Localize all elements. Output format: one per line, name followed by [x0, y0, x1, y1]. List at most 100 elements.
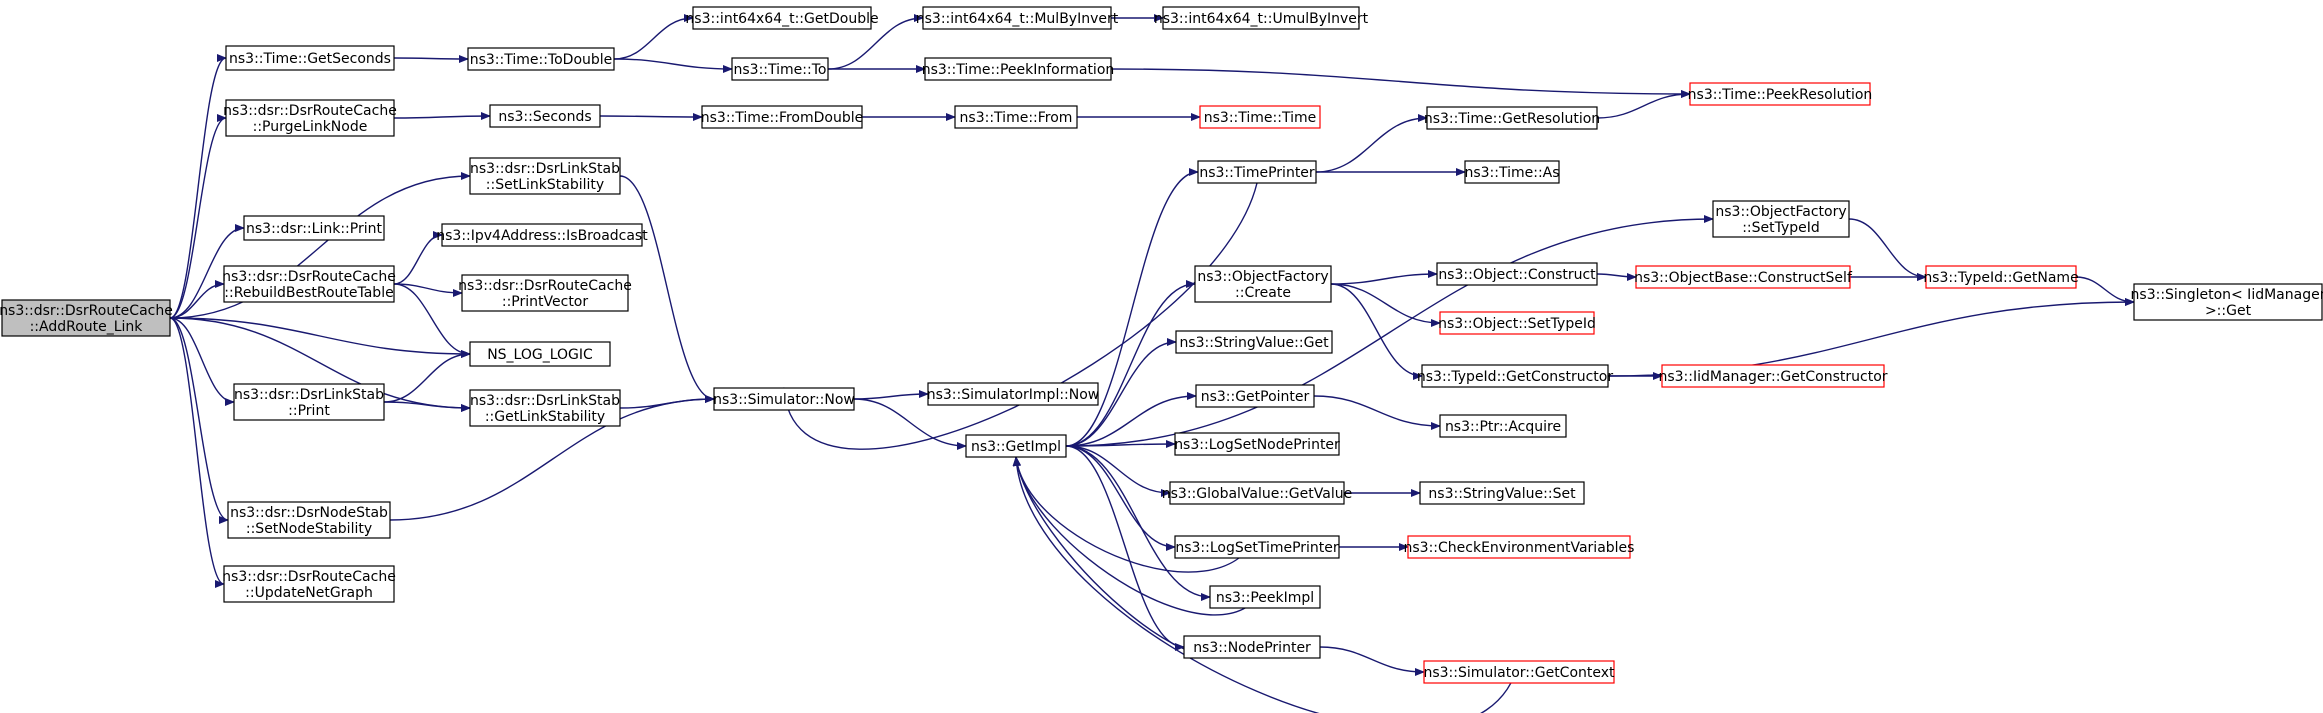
edge-getimpl-to-stringvalueget: [1065, 338, 1177, 447]
graph-node-typeidgetname[interactable]: ns3::TypeId::GetName: [1923, 265, 2079, 289]
node-box: [1174, 535, 1340, 559]
graph-node-linkstabprint[interactable]: ns3::dsr::DsrLinkStab::Print: [233, 383, 385, 421]
node-label: ns3::GlobalValue::GetValue: [1162, 486, 1352, 502]
graph-node-setnodestab[interactable]: ns3::dsr::DsrNodeStab::SetNodeStability: [227, 501, 391, 539]
node-box: [1209, 585, 1321, 609]
graph-node-linkprint[interactable]: ns3::dsr::Link::Print: [243, 215, 385, 241]
node-box: [467, 47, 615, 71]
graph-node-logsettimeprinter[interactable]: ns3::LogSetTimePrinter: [1174, 535, 1340, 559]
graph-node-seconds[interactable]: ns3::Seconds: [489, 104, 601, 128]
graph-node-umulbyinvert[interactable]: ns3::int64x64_t::UmulByInvert: [1154, 6, 1369, 30]
node-label: ns3::Time::GetResolution: [1424, 111, 1600, 127]
graph-node-getseconds[interactable]: ns3::Time::GetSeconds: [225, 45, 395, 71]
graph-node-objbaseconstructself[interactable]: ns3::ObjectBase::ConstructSelf: [1634, 265, 1853, 289]
node-label: ns3::Time::PeekResolution: [1688, 87, 1873, 103]
graph-node-globalvalueget[interactable]: ns3::GlobalValue::GetValue: [1162, 481, 1352, 505]
node-label: ns3::dsr::DsrRouteCache: [222, 569, 396, 585]
node-label: ns3::Time::From: [960, 110, 1073, 126]
graph-node-stringvalueget[interactable]: ns3::StringValue::Get: [1175, 330, 1333, 354]
edge-getimpl-to-objfactorycreate: [1065, 280, 1196, 447]
edge-simnow-to-getimpl: [853, 398, 967, 450]
node-box: [469, 389, 621, 427]
node-box: [233, 383, 385, 421]
graph-node-typeidgetctor[interactable]: ns3::TypeId::GetConstructor: [1417, 364, 1613, 388]
node-label: ns3::Time::FromDouble: [701, 110, 864, 126]
node-box: [1423, 660, 1615, 684]
edge-timeprinter-to-simnow: [780, 182, 1258, 450]
graph-node-peekresolution[interactable]: ns3::Time::PeekResolution: [1688, 82, 1873, 106]
graph-node-getimpl[interactable]: ns3::GetImpl: [965, 434, 1067, 458]
graph-node-objconstruct[interactable]: ns3::Object::Construct: [1436, 262, 1598, 286]
graph-node-printvector[interactable]: ns3::dsr::DsrRouteCache::PrintVector: [458, 274, 632, 312]
node-box: [927, 382, 1099, 406]
graph-node-simimplnow[interactable]: ns3::SimulatorImpl::Now: [927, 382, 1100, 406]
graph-node-getlinkstab[interactable]: ns3::dsr::DsrLinkStab::GetLinkStability: [469, 389, 621, 427]
node-label: ns3::TimePrinter: [1199, 165, 1315, 181]
node-box: [243, 215, 385, 241]
graph-node-updatenet[interactable]: ns3::dsr::DsrRouteCache::UpdateNetGraph: [222, 565, 396, 603]
graph-node-peekimpl[interactable]: ns3::PeekImpl: [1209, 585, 1321, 609]
edge-rebuild-to-nslog: [393, 283, 471, 358]
edge-addroute-to-setnodestab: [169, 317, 229, 524]
node-box: [223, 565, 395, 603]
edge-objfactorycreate-to-objconstruct: [1330, 270, 1438, 285]
graph-node-nodeprinter[interactable]: ns3::NodePrinter: [1183, 635, 1321, 659]
node-box: [1175, 330, 1333, 354]
graph-node-timeto[interactable]: ns3::Time::To: [731, 57, 829, 81]
graph-node-addroute[interactable]: ns3::dsr::DsrRouteCache::AddRoute_Link: [0, 299, 173, 337]
graph-node-getresolution[interactable]: ns3::Time::GetResolution: [1424, 106, 1600, 130]
graph-node-rebuild[interactable]: ns3::dsr::DsrRouteCache::RebuildBestRout…: [222, 265, 396, 303]
edge-objfactorycreate-to-typeidgetctor: [1330, 283, 1423, 380]
node-label: ns3::IidManager::GetConstructor: [1658, 369, 1887, 385]
graph-node-objfactorycreate[interactable]: ns3::ObjectFactory::Create: [1194, 265, 1332, 303]
graph-node-getcontext[interactable]: ns3::Simulator::GetContext: [1423, 660, 1615, 684]
node-label: ns3::Singleton< IidManager: [2131, 287, 2323, 303]
graph-node-simnow[interactable]: ns3::Simulator::Now: [713, 387, 855, 411]
graph-node-logsetnodeprinter[interactable]: ns3::LogSetNodePrinter: [1174, 432, 1340, 456]
graph-node-setlinkstab[interactable]: ns3::dsr::DsrLinkStab::SetLinkStability: [469, 157, 621, 195]
edge-simnow-to-simimplnow: [853, 390, 929, 400]
graph-node-checkenv[interactable]: ns3::CheckEnvironmentVariables: [1404, 535, 1635, 559]
graph-node-isbroadcast[interactable]: ns3::Ipv4Address::IsBroadcast: [436, 223, 648, 247]
graph-node-stringvalueset[interactable]: ns3::StringValue::Set: [1419, 481, 1585, 505]
node-label: ns3::dsr::Link::Print: [246, 221, 382, 237]
graph-node-iidmanagergetctor[interactable]: ns3::IidManager::GetConstructor: [1658, 364, 1888, 388]
edge-addroute-to-setlinkstab: [169, 172, 471, 319]
graph-node-timeprinter[interactable]: ns3::TimePrinter: [1197, 160, 1317, 184]
node-box: [692, 6, 872, 30]
node-label: ns3::SimulatorImpl::Now: [927, 387, 1100, 403]
graph-node-mulbyinvert[interactable]: ns3::int64x64_t::MulByInvert: [916, 6, 1119, 30]
graph-node-todouble[interactable]: ns3::Time::ToDouble: [467, 47, 615, 71]
node-label: ns3::Time::As: [1464, 165, 1559, 181]
graph-node-fromdouble[interactable]: ns3::Time::FromDouble: [701, 105, 864, 129]
graph-node-timeas[interactable]: ns3::Time::As: [1464, 160, 1560, 184]
node-box: [954, 105, 1078, 129]
node-box: [1419, 481, 1585, 505]
node-box: [713, 387, 855, 411]
graph-node-getpointer[interactable]: ns3::GetPointer: [1195, 384, 1315, 408]
edge-rebuild-to-isbroadcast: [393, 231, 443, 285]
graph-node-objfactorysettypeid[interactable]: ns3::ObjectFactory::SetTypeId: [1712, 200, 1850, 238]
edge-getimpl-to-timeprinter: [1065, 168, 1199, 447]
graph-node-singletonget[interactable]: ns3::Singleton< IidManager >::Get: [2131, 283, 2323, 321]
node-label: ns3::Time::Time: [1204, 110, 1316, 126]
graph-node-objsettypeid[interactable]: ns3::Object::SetTypeId: [1438, 311, 1596, 335]
graph-node-timetime[interactable]: ns3::Time::Time: [1199, 105, 1321, 129]
edge-addroute-to-getseconds: [169, 54, 227, 319]
node-box: [701, 105, 863, 129]
graph-node-purge[interactable]: ns3::dsr::DsrRouteCache::PurgeLinkNode: [223, 99, 397, 137]
edges-layer: [169, 14, 2135, 713]
edge-objfactorycreate-to-objsettypeid: [1330, 283, 1441, 327]
node-label: ::GetLinkStability: [485, 409, 605, 425]
node-box: [469, 341, 611, 367]
edge-getseconds-to-todouble: [393, 54, 469, 63]
graph-node-ptracquire[interactable]: ns3::Ptr::Acquire: [1439, 414, 1567, 438]
graph-node-peekinfo[interactable]: ns3::Time::PeekInformation: [922, 57, 1115, 81]
graph-node-timefrom[interactable]: ns3::Time::From: [954, 105, 1078, 129]
node-box: [1426, 106, 1598, 130]
node-label: ns3::LogSetTimePrinter: [1175, 540, 1339, 556]
graph-node-nslog[interactable]: NS_LOG_LOGIC: [469, 341, 611, 367]
node-box: [2133, 283, 2323, 321]
node-label: ns3::dsr::DsrLinkStab: [470, 393, 620, 409]
graph-node-getdouble[interactable]: ns3::int64x64_t::GetDouble: [685, 6, 879, 30]
